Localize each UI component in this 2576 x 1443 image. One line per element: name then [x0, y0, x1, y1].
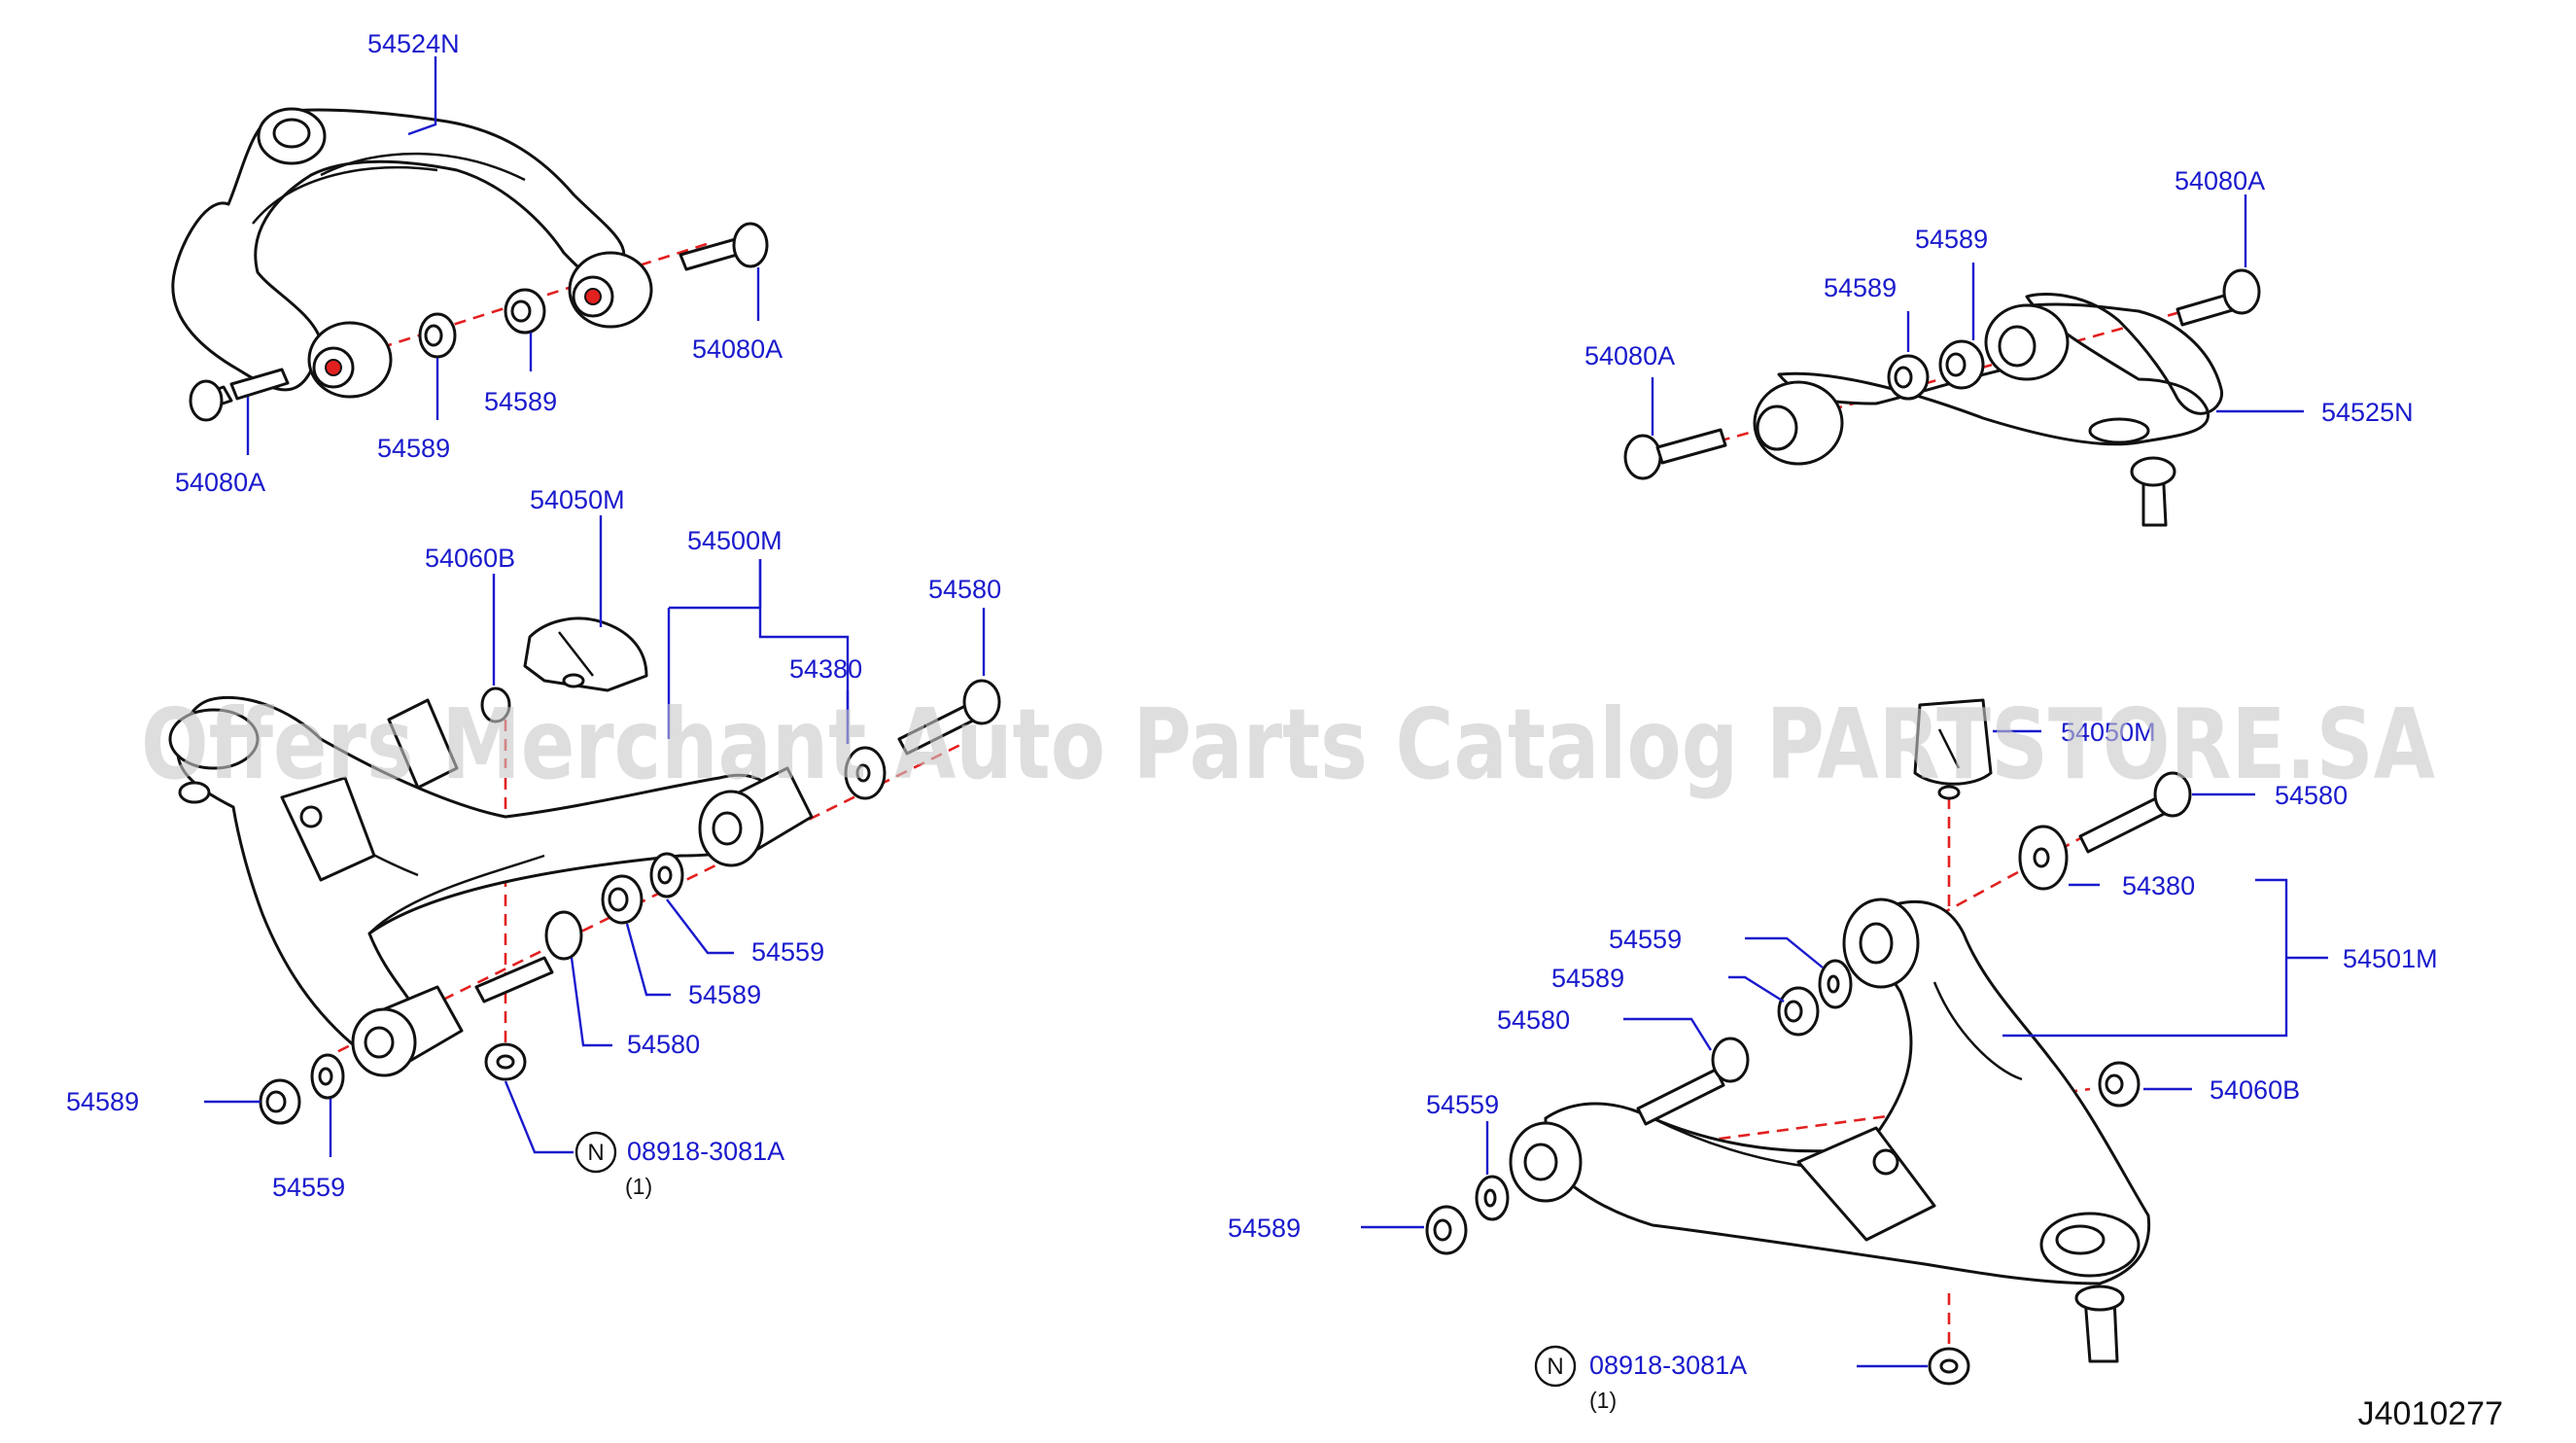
label-54050m-left: 54050M — [530, 485, 625, 514]
standard-part-marker-right: N — [1534, 1345, 1577, 1388]
bolt-54080a-upper-left-front — [679, 222, 769, 271]
bolt-54580-right-mid — [1636, 1037, 1750, 1126]
ball-joint-lower-left — [168, 708, 260, 770]
nut-08918-left — [484, 1042, 527, 1081]
upper-arm-right-assembly: 54080A 54589 54589 54080A 54525N — [1584, 166, 2414, 527]
nut-54060b-right — [2098, 1061, 2141, 1108]
label-54589-upper-left-front: 54589 — [484, 387, 557, 416]
nut-54589-upper-right-a — [1887, 354, 1930, 401]
bolt-54080a-upper-right-right — [2176, 268, 2261, 327]
label-54380-left: 54380 — [789, 654, 862, 684]
washer-54559-left-mid — [649, 852, 684, 898]
label-54589-right-a: 54589 — [1551, 964, 1624, 993]
nut-54589-upper-left-rear — [418, 312, 457, 359]
label-54060b-left: 54060B — [425, 544, 515, 573]
label-54559-right-b: 54559 — [1426, 1090, 1499, 1119]
label-08918-3081a-right: 08918-3081A — [1589, 1351, 1747, 1380]
bolt-54080a-upper-left-rear — [189, 368, 290, 422]
watermark-text: Offers Merchant Auto Parts Catalog PARTS… — [141, 687, 2435, 801]
lower-arm-left-assembly: 54050M 54060B 54500M 54380 54580 54559 5… — [66, 485, 1001, 1202]
diagram-code: J4010277 — [2358, 1395, 2503, 1432]
label-54589-left-mid: 54589 — [688, 980, 761, 1009]
label-54524n: 54524N — [367, 29, 460, 58]
label-54580-left-mid: 54580 — [627, 1030, 700, 1059]
label-54525n: 54525N — [2321, 398, 2414, 427]
qty-left: (1) — [625, 1174, 652, 1199]
lower-arm-right-assembly: 54050M 54580 54380 54501M 54559 54589 54… — [1228, 698, 2438, 1413]
bushing-rear-lower-left — [351, 985, 464, 1077]
label-54500m: 54500M — [687, 526, 783, 555]
label-54580-right-mid: 54580 — [1497, 1005, 1570, 1035]
nut-54589-upper-right-b — [1938, 339, 1985, 390]
washer-54559-right-b — [1475, 1175, 1510, 1221]
label-54559-left-mid: 54559 — [751, 937, 824, 967]
label-54080a-upper-right-left: 54080A — [1584, 341, 1675, 370]
nut-08918-right — [1928, 1347, 1970, 1386]
upper-arm-left-assembly: 54524N 54080A 54589 54589 54080A — [171, 29, 783, 497]
label-54559-right-a: 54559 — [1609, 925, 1682, 954]
washer-54559-left-low — [310, 1053, 345, 1100]
bushing-front-lower-left — [698, 766, 814, 867]
bolt-54580-right-top — [2078, 771, 2192, 854]
bushing-front-lower-right — [1842, 897, 1920, 989]
bumper-54050m-right — [1913, 698, 1993, 800]
marker-n-left: N — [587, 1140, 604, 1166]
upper-arm-left — [171, 108, 626, 392]
label-08918-3081a-left: 08918-3081A — [627, 1137, 784, 1166]
nut-54589-upper-left-front — [504, 288, 546, 334]
nut-54060b-left — [480, 686, 511, 723]
shock-bracket-right — [1796, 1126, 1936, 1242]
label-54501m: 54501M — [2343, 944, 2438, 973]
label-54380-right: 54380 — [2122, 871, 2195, 900]
bumper-54050m-left — [523, 616, 648, 692]
washer-54380-left — [844, 746, 887, 800]
label-54080a-upper-left-rear: 54080A — [175, 468, 265, 497]
nut-54589-left-mid — [601, 874, 644, 925]
shock-bracket-left — [280, 776, 376, 882]
nut-54589-right-a — [1777, 986, 1820, 1037]
label-54580-right-top: 54580 — [2275, 781, 2348, 810]
washer-54559-right-a — [1818, 959, 1853, 1009]
label-54080a-upper-right-right: 54080A — [2175, 166, 2265, 195]
label-54060b-right: 54060B — [2210, 1075, 2300, 1105]
nut-54589-right-c — [1425, 1205, 1468, 1255]
qty-right: (1) — [1589, 1388, 1617, 1413]
bushing-rear-lower-right — [1509, 1121, 1583, 1203]
standard-part-marker-left: N — [574, 1131, 617, 1174]
label-54589-upper-right-a: 54589 — [1824, 273, 1897, 302]
label-54589-right-c: 54589 — [1228, 1214, 1301, 1243]
label-54559-left-low: 54559 — [272, 1173, 345, 1202]
label-54589-upper-left-rear: 54589 — [377, 434, 450, 463]
washer-54380-right — [2018, 825, 2069, 891]
label-54589-upper-right-b: 54589 — [1915, 225, 1988, 254]
label-54080a-upper-left-front: 54080A — [692, 334, 783, 364]
nut-54589-left-low — [259, 1078, 301, 1125]
bolt-54580-left-mid — [474, 910, 583, 1003]
label-54050m-right: 54050M — [2061, 718, 2156, 747]
bolt-54080a-upper-right-left — [1623, 428, 1727, 480]
marker-n-right: N — [1547, 1354, 1563, 1380]
bolt-54580-left-top — [897, 679, 1001, 756]
label-54580-left-top: 54580 — [928, 575, 1001, 604]
label-54589-left-low: 54589 — [66, 1087, 139, 1116]
